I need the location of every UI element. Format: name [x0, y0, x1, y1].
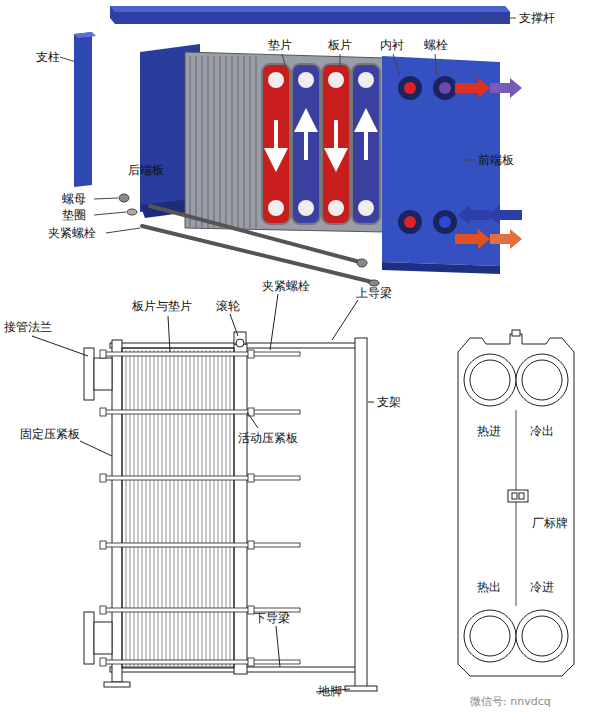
part-label: 活动压紧板 — [238, 431, 298, 445]
plate-edge — [214, 350, 215, 666]
plate-edge — [166, 350, 167, 666]
part-label: 支撑杆 — [519, 11, 555, 25]
plate-edge — [162, 350, 163, 666]
plate-edge — [196, 56, 197, 228]
part-label: 后端板 — [128, 163, 164, 177]
clamp-bolt — [100, 541, 300, 549]
part-label: 螺栓 — [424, 38, 448, 52]
plate-edge — [214, 56, 215, 228]
plate-lines — [126, 350, 230, 666]
part-label: 内衬 — [380, 38, 404, 52]
plate-edge — [244, 56, 245, 228]
part-label: 支架 — [377, 395, 401, 409]
clamp-bolt — [100, 474, 300, 482]
part-label: 厂标牌 — [532, 516, 568, 530]
plate-edge — [230, 350, 231, 666]
part-label: 热出 — [477, 580, 501, 594]
plate-edge — [194, 350, 195, 666]
plate-edge — [250, 56, 251, 228]
part-label: 固定压紧板 — [20, 427, 80, 441]
part-label: 夹紧螺栓 — [262, 279, 310, 293]
plate-edge — [226, 56, 227, 228]
plate-edge — [222, 350, 223, 666]
plate-edge — [178, 350, 179, 666]
part-label: 冷进 — [530, 580, 554, 594]
part-label: 下导梁 — [254, 611, 290, 625]
plate-edge — [154, 350, 155, 666]
clamp-bolt — [100, 408, 300, 416]
part-label: 板片与垫片 — [132, 299, 192, 313]
plate-edge — [182, 350, 183, 666]
part-label: 地脚 — [318, 684, 342, 698]
plate-edge — [202, 56, 203, 228]
plate-edge — [174, 350, 175, 666]
watermark: 微信号: nnvdcq — [470, 695, 551, 709]
pillar — [74, 32, 92, 187]
plate-edge — [190, 56, 191, 228]
plate-edge — [134, 350, 135, 666]
part-label: 滚轮 — [216, 299, 240, 313]
part-label: 热进 — [477, 424, 501, 438]
support-bar — [110, 6, 510, 24]
leader-lines — [60, 18, 516, 233]
bolt-lines — [100, 350, 300, 666]
plate-edge — [158, 350, 159, 666]
plate-edge — [170, 350, 171, 666]
plate-edge — [142, 350, 143, 666]
part-label: 板片 — [328, 38, 352, 52]
plate-edge — [150, 350, 151, 666]
clamp-bolt — [100, 350, 300, 358]
plate-edge — [198, 350, 199, 666]
plate-edge — [190, 350, 191, 666]
part-label: 前端板 — [478, 153, 514, 167]
plate-edge — [232, 56, 233, 228]
plate-edge — [186, 350, 187, 666]
plate-edge — [206, 350, 207, 666]
plate-edge — [210, 350, 211, 666]
plate-edge — [220, 56, 221, 228]
front-view — [458, 330, 574, 676]
part-label: 垫片 — [268, 38, 292, 52]
part-label: 冷出 — [530, 424, 554, 438]
plate-edge — [256, 56, 257, 228]
part-label: 螺母 — [62, 192, 86, 206]
plate-edge — [238, 56, 239, 228]
part-label: 支柱 — [36, 50, 60, 64]
part-label: 夹紧螺栓 — [48, 226, 96, 240]
part-label: 上导梁 — [356, 286, 392, 300]
clamp-bolt — [100, 658, 300, 666]
plate-pack — [185, 52, 385, 232]
side-drawing — [84, 332, 377, 691]
flow-arrows — [455, 78, 522, 249]
plate-edge — [226, 350, 227, 666]
part-label: 垫圈 — [62, 208, 86, 222]
flow-plates — [262, 64, 380, 224]
part-label: 接管法兰 — [4, 320, 52, 334]
plate-edge — [146, 350, 147, 666]
plate-edge — [138, 350, 139, 666]
plate-edge — [208, 56, 209, 228]
plate-edge — [202, 350, 203, 666]
clamp-bolts — [119, 194, 379, 286]
plate-edge — [130, 350, 131, 666]
plate-edge — [126, 350, 127, 666]
leader-lines — [32, 294, 374, 692]
plate-edge — [218, 350, 219, 666]
